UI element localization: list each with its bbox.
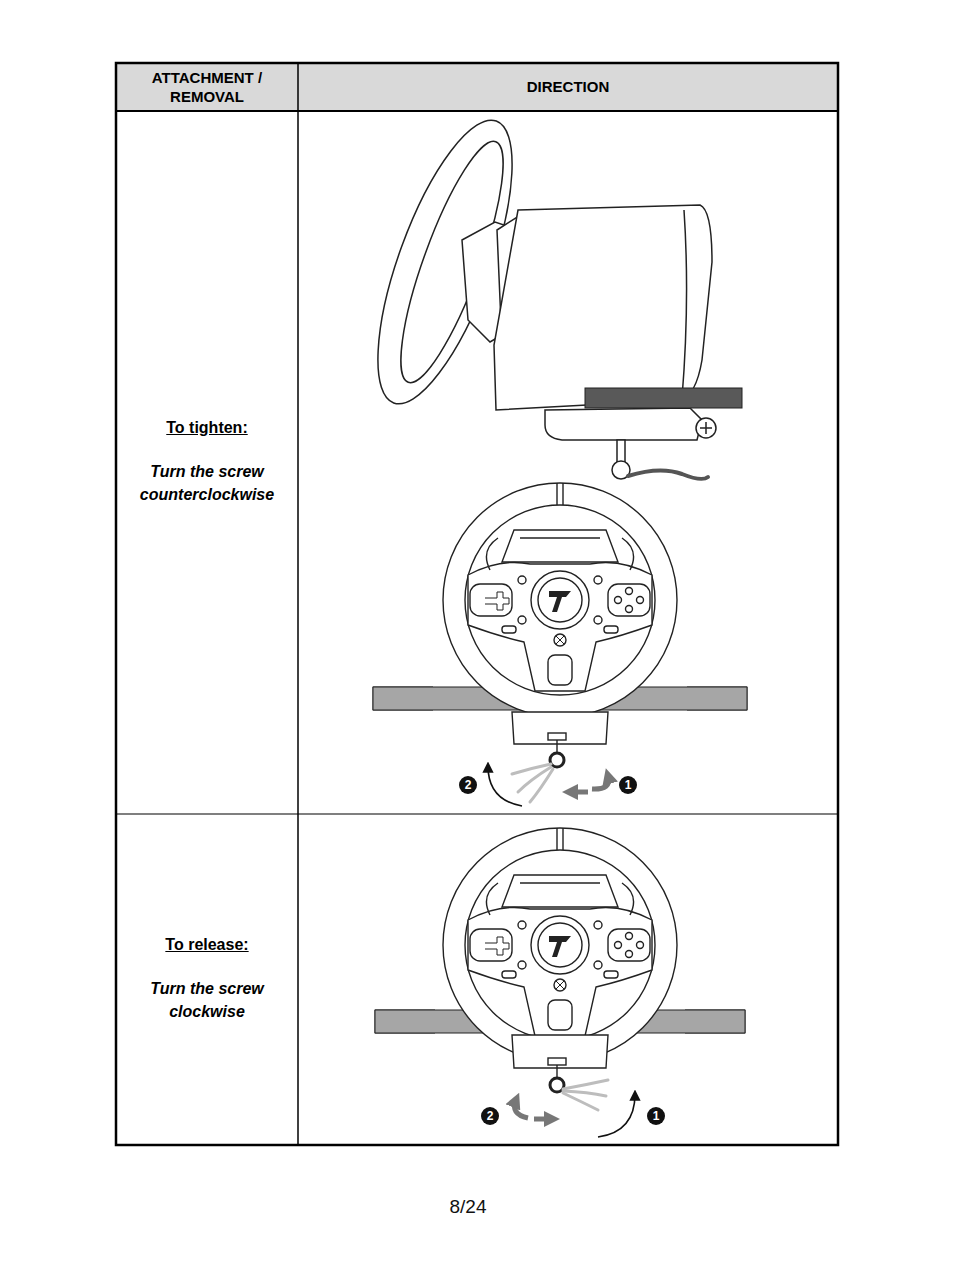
cell-heading: To release:: [165, 936, 248, 954]
header-cell: ATTACHMENT / REMOVAL: [116, 63, 298, 111]
cell-heading: To tighten:: [166, 419, 247, 437]
cell-instruction: Turn the screw clockwise: [132, 978, 282, 1023]
page-number: 8/24: [450, 1196, 487, 1218]
table-cell: To tighten: Turn the screw counterclockwi…: [116, 111, 298, 814]
header-cell: DIRECTION: [298, 63, 838, 111]
callout-number: 1: [619, 776, 637, 794]
callout-number: 1: [647, 1107, 665, 1125]
header-text: ATTACHMENT / REMOVAL: [124, 68, 290, 107]
table-cell: To release: Turn the screw clockwise: [116, 814, 298, 1145]
cell-instruction: Turn the screw counterclockwise: [132, 461, 282, 506]
callout-number: 2: [481, 1107, 499, 1125]
callout-number: 2: [459, 776, 477, 794]
header-text: DIRECTION: [527, 77, 610, 97]
